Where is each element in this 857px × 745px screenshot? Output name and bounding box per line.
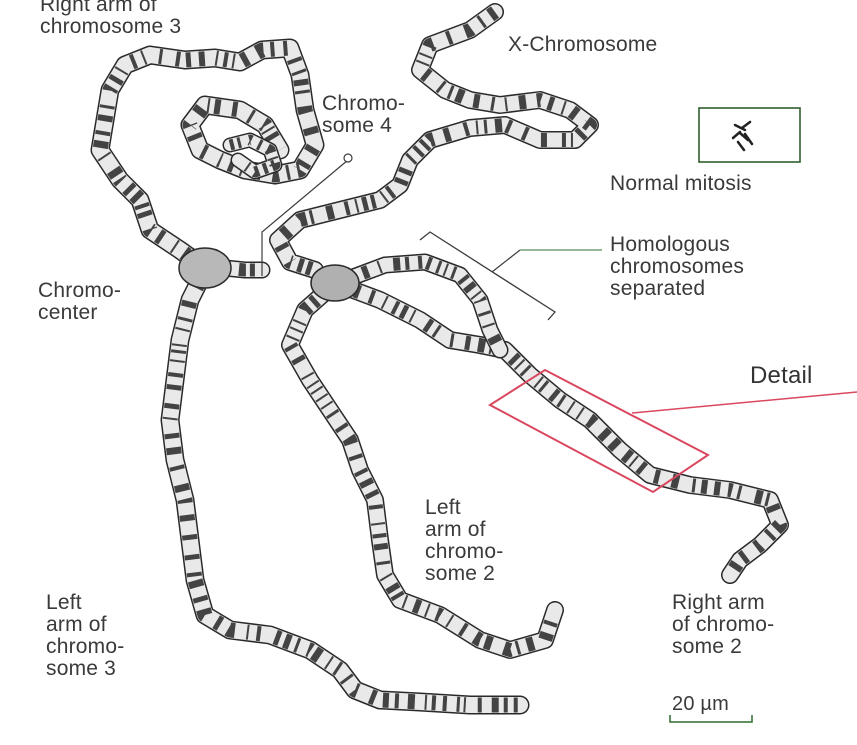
label-normal-mitosis: Normal mitosis xyxy=(610,173,752,195)
strand-right-arm-chr2-body xyxy=(340,285,780,575)
label-left-arm-chromosome-3: Left arm of chromo- some 3 xyxy=(46,592,124,680)
chromocenter-left xyxy=(179,248,231,288)
strand-right-arm-chr2 xyxy=(340,285,780,575)
scale-bar xyxy=(670,715,752,722)
strand-left-arm-chr2-body xyxy=(290,288,555,650)
label-right-arm-chromosome-2: Right arm of chromo- some 2 xyxy=(672,592,774,658)
label-right-arm-chromosome-3: Right arm of chromosome 3 xyxy=(40,0,181,38)
label-left-arm-chromosome-2: Left arm of chromo- some 2 xyxy=(425,497,503,585)
normal-mitosis-inset xyxy=(699,108,800,162)
label-scale-bar: 20 µm xyxy=(672,693,729,715)
homologous-bracket-stem xyxy=(492,250,520,272)
strand-right-arm-chr2-outline xyxy=(340,285,780,575)
label-x-chromosome: X-Chromosome xyxy=(508,34,657,56)
chromosome-4-leader-dot xyxy=(344,154,352,162)
strand-left-arm-chr2-bands xyxy=(290,288,555,650)
strand-chromosome-4 xyxy=(230,140,275,172)
label-homologous-chromosomes-separated: Homologous chromosomes separated xyxy=(610,234,744,300)
strand-left-arm-chr2 xyxy=(290,288,555,650)
detail-leader-line xyxy=(632,392,857,413)
label-detail: Detail xyxy=(750,365,813,387)
chromocenter-right xyxy=(311,265,359,301)
label-chromocenter: Chromo- center xyxy=(38,280,121,324)
strand-left-arm-chr2-outline xyxy=(290,288,555,650)
label-chromosome-4: Chromo- some 4 xyxy=(322,93,405,137)
strand-right-arm-chr2-bands xyxy=(340,285,780,575)
